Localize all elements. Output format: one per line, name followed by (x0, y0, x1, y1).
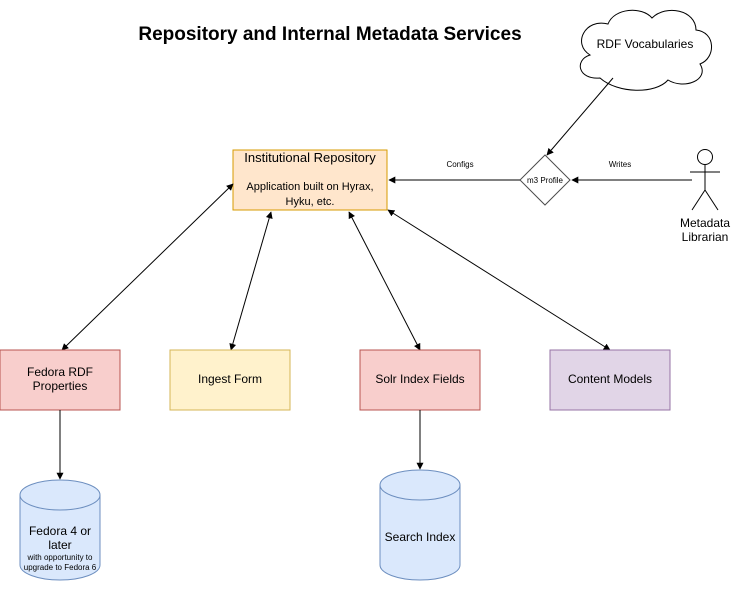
fedora-cylinder-body (19, 495, 101, 581)
arrow-cloud-to-profile (546, 77, 614, 156)
repository-rect (232, 149, 388, 211)
content-models-label: Content Models (568, 372, 652, 386)
rdf-vocabularies-cloud[interactable]: RDF Vocabularies (579, 9, 712, 91)
actor-label-line1: Metadata (680, 216, 730, 230)
configs-label: Configs (446, 160, 473, 169)
search-cylinder-top (379, 469, 461, 501)
fedora-rdf-line2: Properties (33, 379, 88, 393)
actor-label-line2: Librarian (682, 230, 729, 244)
fedora-db-note1: with opportunity to (27, 553, 93, 562)
profile-label: m3 Profile (527, 176, 564, 185)
fedora-database-cylinder[interactable]: Fedora 4 or later with opportunity to up… (19, 479, 101, 581)
actor-right-leg (704, 189, 719, 211)
fedora-rdf-properties-box[interactable]: Fedora RDF Properties (0, 349, 121, 411)
arrow-repository-fedora-rdf (61, 183, 234, 351)
fedora-db-line2: later (48, 538, 71, 552)
diamond-shape (519, 154, 571, 206)
search-index-cylinder[interactable]: Search Index (379, 469, 461, 581)
repository-title: Institutional Repository (244, 150, 376, 165)
arrow-repository-solr-fields (348, 211, 421, 351)
ingest-form-rect (169, 349, 291, 411)
cloud-shape (579, 9, 712, 91)
arrow-repository-content-models (387, 209, 611, 351)
fedora-cylinder-top (19, 479, 101, 511)
search-cylinder-body (379, 485, 461, 581)
search-index-label: Search Index (385, 530, 456, 544)
repository-line2: Hyku, etc. (286, 196, 335, 208)
writes-label: Writes (609, 160, 632, 169)
content-models-rect (549, 349, 671, 411)
solr-fields-label: Solr Index Fields (375, 372, 464, 386)
cloud-label: RDF Vocabularies (597, 37, 694, 51)
institutional-repository-box[interactable]: Institutional Repository Application bui… (232, 149, 388, 211)
actor-left-leg (691, 189, 706, 211)
repository-line1: Application built on Hyrax, (246, 181, 373, 193)
fedora-rdf-line1: Fedora RDF (27, 365, 93, 379)
metadata-librarian-actor[interactable]: Metadata Librarian (680, 149, 730, 245)
fedora-db-note2: upgrade to Fedora 6 (24, 563, 97, 572)
fedora-db-line1: Fedora 4 or (29, 524, 91, 538)
m3-profile-diamond[interactable]: m3 Profile (519, 154, 571, 206)
actor-head (697, 149, 713, 165)
ingest-form-box[interactable]: Ingest Form (169, 349, 291, 411)
solr-index-fields-box[interactable]: Solr Index Fields (359, 349, 481, 411)
ingest-form-label: Ingest Form (198, 372, 262, 386)
diagram-title: Repository and Internal Metadata Service… (138, 24, 521, 45)
content-models-box[interactable]: Content Models (549, 349, 671, 411)
arrow-repository-ingest-form (229, 211, 273, 351)
